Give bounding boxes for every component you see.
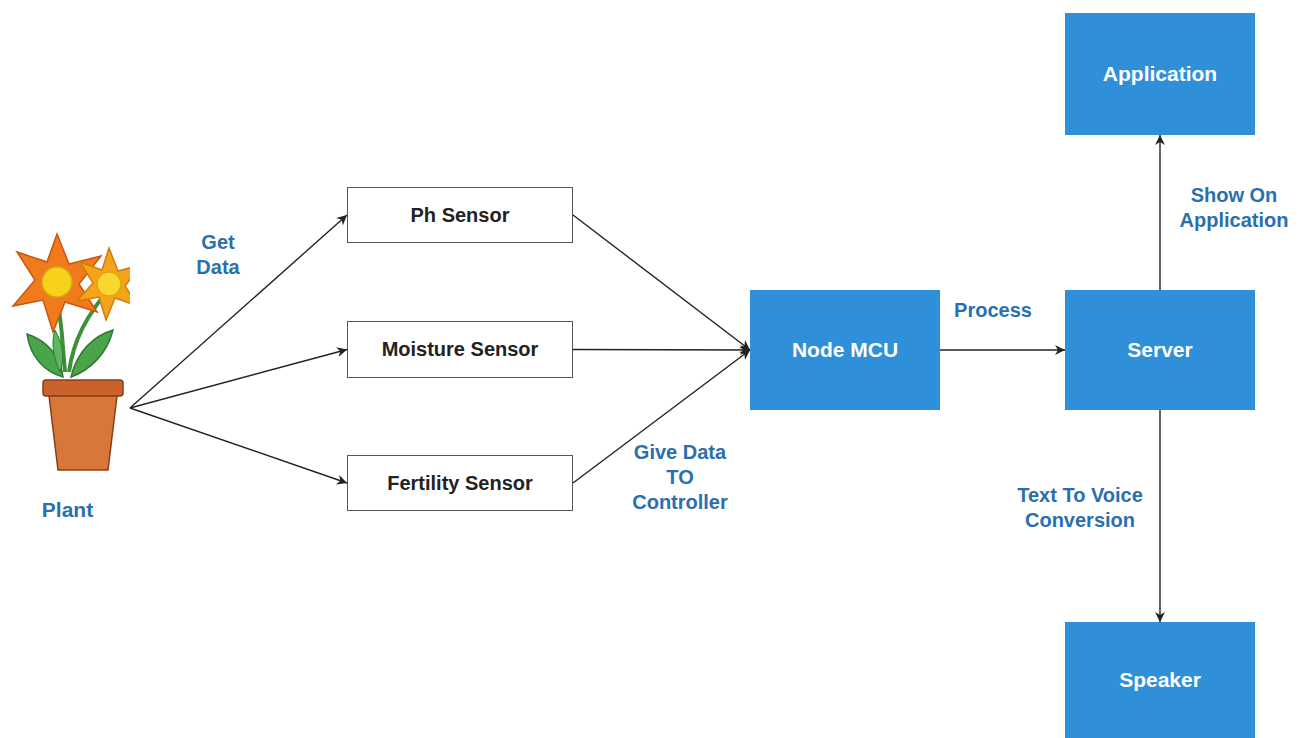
arrow-connector	[573, 349, 750, 351]
arrow-connector	[130, 408, 347, 483]
arrow-connector	[573, 350, 750, 483]
arrow-connector	[130, 350, 347, 409]
node-label: Server	[1127, 338, 1192, 362]
plant-illustration	[5, 222, 130, 474]
process-box: Server	[1065, 290, 1255, 410]
arrow-connector	[1159, 135, 1160, 290]
plant-node: Plant	[5, 222, 130, 522]
arrow-connector	[130, 215, 347, 408]
edge-label: Get Data	[188, 230, 248, 280]
node-label: Node MCU	[792, 338, 898, 362]
edge-label: Text To Voice Conversion	[1000, 483, 1160, 533]
process-box: Node MCU	[750, 290, 940, 410]
node-label: Moisture Sensor	[382, 338, 539, 361]
node-label: Plant	[5, 498, 130, 522]
sensor-box: Fertility Sensor	[347, 455, 573, 511]
arrow-connector	[573, 215, 750, 350]
edge-label: Process	[938, 298, 1048, 323]
sensor-box: Moisture Sensor	[347, 321, 573, 378]
arrow-connector	[1159, 410, 1160, 622]
process-box: Speaker	[1065, 622, 1255, 738]
node-label: Speaker	[1119, 668, 1201, 692]
arrow-connector	[940, 349, 1065, 350]
edge-label: Show On Application	[1172, 183, 1297, 233]
sensor-box: Ph Sensor	[347, 187, 573, 243]
edge-label: Give Data TO Controller	[618, 440, 743, 515]
node-label: Ph Sensor	[411, 204, 510, 227]
node-label: Fertility Sensor	[387, 472, 533, 495]
node-label: Application	[1103, 62, 1217, 86]
process-box: Application	[1065, 13, 1255, 135]
